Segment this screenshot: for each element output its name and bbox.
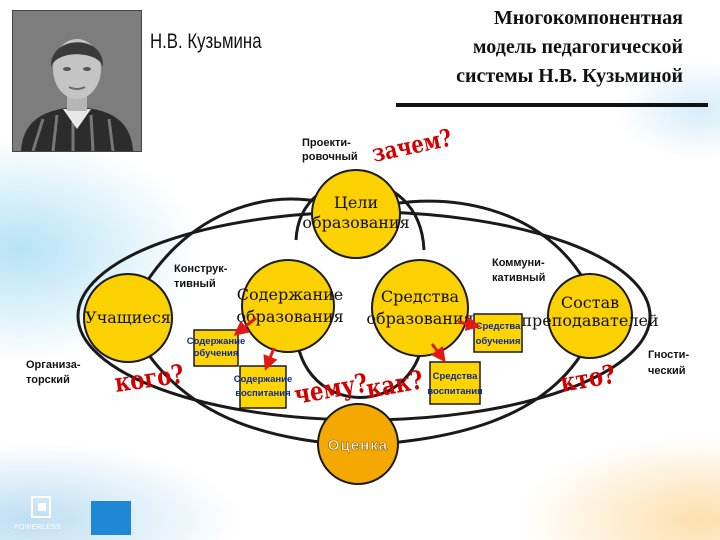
node-goals-line2: образования: [302, 213, 409, 232]
arrow-content-teaching: [233, 316, 257, 336]
title-underline: [396, 103, 708, 107]
title-line-2: модель педагогической: [472, 36, 683, 58]
question-how: как?: [364, 364, 426, 404]
node-assessment-label: Оценка: [328, 437, 388, 454]
box-means-upbringing-line2: воспитания: [427, 386, 482, 397]
arrow-means-teaching: [457, 316, 481, 332]
node-means-line2: образования: [366, 309, 473, 328]
box-content-teaching-line2: обучения: [194, 348, 239, 359]
node-goals-line1: Цели: [334, 193, 378, 212]
box-means-upbringing: Средства воспитания: [427, 361, 483, 405]
component-constructive-line2: тивный: [174, 278, 216, 290]
powerless-logo-text: POWERLESS: [14, 524, 62, 531]
box-content-upbringing: Содержание воспитания: [234, 365, 293, 409]
node-means: Средства образования: [366, 259, 474, 357]
box-means-upbringing-line1: Средства: [433, 371, 479, 382]
slide-title: Многокомпонентная модель педагогической …: [395, 4, 683, 91]
node-goals: Цели образования: [302, 169, 410, 259]
author-portrait: [12, 10, 142, 152]
component-communicative-line1: Коммуни-: [492, 257, 545, 269]
component-design: Проекти- ровочный: [302, 137, 358, 163]
node-content: Содержание образования: [236, 259, 344, 353]
component-gnostic-line2: ческий: [648, 365, 686, 377]
title-line-1: Многокомпонентная: [493, 7, 683, 29]
box-content-teaching: Содержание обучения: [187, 329, 246, 367]
box-means-teaching: Средства обучения: [473, 313, 523, 353]
arrow-content-upbringing: [263, 347, 278, 371]
component-organizational: Организа- торский: [26, 359, 81, 386]
powerless-logo: [16, 495, 70, 533]
question-why: зачем?: [369, 124, 454, 169]
box-means-teaching-line2: обучения: [476, 336, 521, 347]
node-teachers-line1: Состав: [561, 293, 619, 312]
component-organizational-line2: торский: [26, 374, 70, 386]
component-organizational-line1: Организа-: [26, 359, 81, 371]
arc-content-means-lower: [294, 329, 426, 399]
component-design-line2: ровочный: [302, 151, 358, 163]
decorative-blue-square: [91, 501, 131, 535]
box-content-upbringing-line1: Содержание: [234, 374, 293, 385]
box-content-upbringing-line2: воспитания: [235, 388, 290, 399]
component-constructive: Конструк- тивный: [174, 263, 228, 290]
component-gnostic: Гности- ческий: [648, 349, 689, 377]
component-communicative-line2: кативный: [492, 272, 545, 284]
node-teachers-line2: преподавателей: [521, 311, 658, 330]
author-name: Н.В. Кузьмина: [150, 30, 262, 53]
hierarchy-arrows: [233, 316, 481, 371]
component-communicative: Коммуни- кативный: [492, 257, 545, 284]
node-content-line2: образования: [236, 307, 343, 326]
node-assessment: Оценка: [317, 403, 399, 485]
node-students-label: Учащиеся: [85, 308, 171, 327]
title-line-3: системы Н.В. Кузьминой: [456, 65, 683, 87]
node-teachers: Состав преподавателей: [521, 273, 659, 359]
node-students: Учащиеся: [83, 273, 173, 363]
component-design-line1: Проекти-: [302, 137, 351, 149]
node-content-line1: Содержание: [237, 285, 344, 304]
component-constructive-line1: Конструк-: [174, 263, 228, 275]
arrow-means-upbringing: [430, 343, 446, 363]
question-who: кто?: [558, 359, 618, 399]
component-gnostic-line1: Гности-: [648, 349, 689, 361]
box-means-teaching-line1: Средства: [476, 321, 522, 332]
node-means-line1: Средства: [381, 287, 460, 306]
box-content-teaching-line1: Содержание: [187, 336, 246, 347]
